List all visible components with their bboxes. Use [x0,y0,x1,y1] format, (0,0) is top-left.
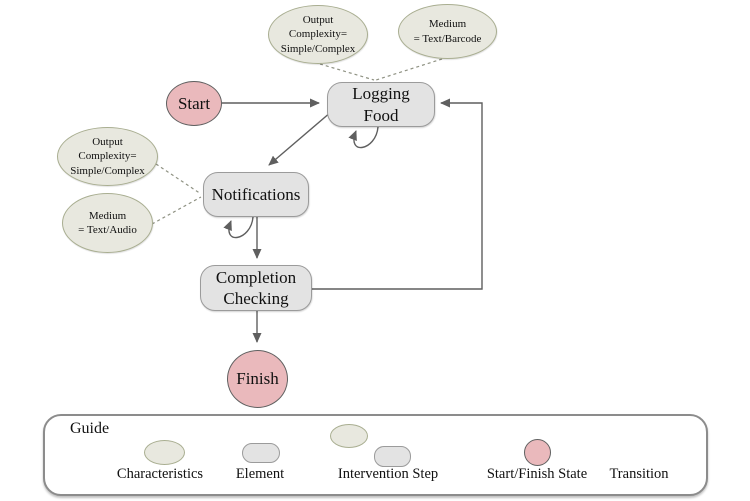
state-start: Start [166,81,222,126]
legend-label-intervention-step: Intervention Step [337,466,439,482]
legend-characteristics-glyph [144,440,185,465]
legend-label-start-finish-state: Start/Finish State [486,466,588,482]
legend-title: Guide [70,420,110,437]
legend-start-finish-glyph [524,439,551,466]
legend-intervention-ellipse-glyph [330,424,368,448]
element-completion-checking: Completion Checking [200,265,312,311]
legend-label-element: Element [235,466,285,482]
edge-logging-food-self-loop [348,126,379,149]
characteristic-medium-text-barcode: Medium = Text/Barcode [398,4,497,59]
edge-completion-to-logging-food [312,98,483,290]
characteristic-medium-text-audio: Medium = Text/Audio [62,193,153,253]
legend-intervention-rect-glyph [374,446,411,467]
legend-element-glyph [242,443,280,463]
state-finish: Finish [227,350,288,408]
dashed-medium-barcode-to-logging-food [375,58,443,81]
edge-logging-food-to-notifications [268,111,332,166]
characteristic-output-complexity-logging: Output Complexity= Simple/Complex [268,5,368,64]
dashed-output-complexity-to-logging-food [319,63,375,81]
legend-label-transition: Transition [609,466,669,482]
dashed-output-complexity-to-notifications [155,163,202,195]
element-notifications: Notifications [203,172,309,217]
element-logging-food: Logging Food [327,82,435,127]
legend-label-characteristics: Characteristics [116,466,204,482]
edge-notifications-self-loop [223,216,254,239]
characteristic-output-complexity-notifications: Output Complexity= Simple/Complex [57,127,158,186]
dashed-medium-audio-to-notifications [151,196,202,225]
